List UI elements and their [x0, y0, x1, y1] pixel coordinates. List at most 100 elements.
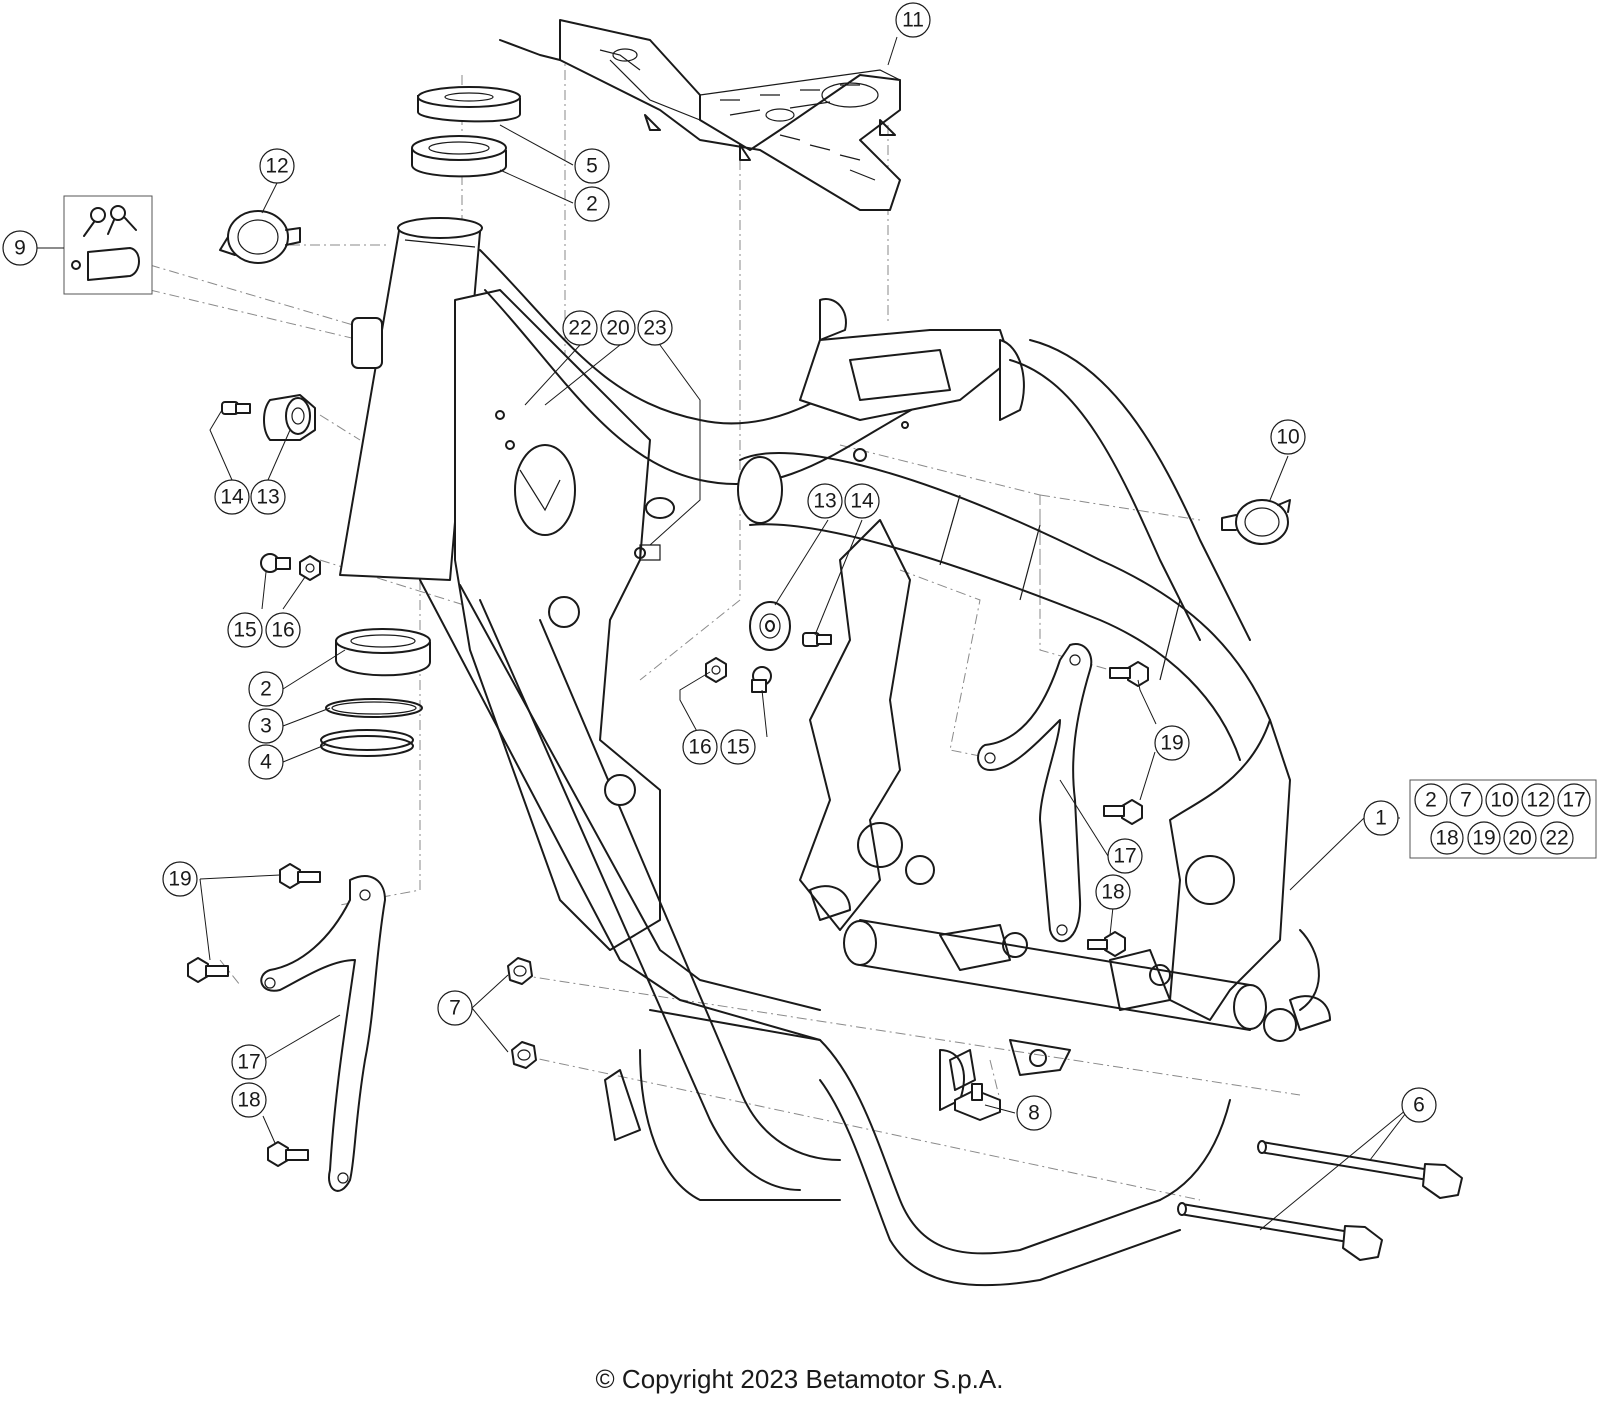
ring-part-3 — [325, 698, 423, 718]
callout-15: 15 — [720, 729, 756, 765]
bolt-part-19-right-a — [1109, 661, 1149, 687]
callout-label: 22 — [568, 317, 591, 340]
nut-part-7-bottom — [511, 1041, 537, 1069]
seal-part-4 — [320, 729, 414, 757]
bolt-part-19-left-b — [187, 957, 229, 983]
callout-14: 14 — [844, 483, 880, 519]
nut-part-7-top — [507, 957, 533, 985]
kit-item-label: 7 — [1460, 789, 1472, 812]
bearing-part-2-top — [411, 135, 507, 178]
kit-item: 10 — [1485, 783, 1519, 817]
kit-item-label: 10 — [1490, 789, 1513, 812]
kit-item-label: 17 — [1562, 789, 1585, 812]
callout-19: 19 — [162, 861, 198, 897]
kit-item-label: 22 — [1545, 827, 1568, 850]
clip-nut-part-8 — [954, 1083, 1001, 1121]
callout-13: 13 — [250, 479, 286, 515]
callout-9: 9 — [2, 230, 38, 266]
callout-19: 19 — [1154, 725, 1190, 761]
bolt-part-18-left — [267, 1141, 309, 1167]
callout-2: 2 — [248, 671, 284, 707]
callout-label: 16 — [688, 736, 711, 759]
callout-label: 11 — [902, 9, 924, 32]
callout-label: 9 — [14, 237, 26, 260]
spacer-part-13-mid — [749, 601, 791, 651]
main-frame — [339, 217, 1331, 1287]
kit-item: 17 — [1557, 783, 1591, 817]
callout-13: 13 — [807, 483, 843, 519]
callout-label: 4 — [260, 751, 272, 774]
callout-5: 5 — [574, 148, 610, 184]
copyright-notice: © Copyright 2023 Betamotor S.p.A. — [595, 1364, 1004, 1394]
ignition-lock-part-9 — [63, 195, 153, 295]
callout-6: 6 — [1401, 1087, 1437, 1123]
callout-4: 4 — [248, 744, 284, 780]
cable-clamp-part-12 — [219, 210, 301, 264]
callout-label: 14 — [850, 490, 874, 513]
callout-22: 22 — [562, 310, 598, 346]
callout-2: 2 — [574, 186, 610, 222]
pivot-bolt-part-6-lower — [1177, 1202, 1383, 1261]
nut-part-16-mid — [705, 657, 727, 683]
part-callouts: 11 5 2 12 9 22 20 23 14 13 10 13 14 15 1… — [2, 2, 1437, 1131]
seal-part-5 — [417, 86, 521, 123]
kit-item: 2 — [1414, 783, 1448, 817]
callout-label: 13 — [256, 486, 279, 509]
callout-label: 23 — [643, 317, 666, 340]
callout-10: 10 — [1270, 419, 1306, 455]
callout-20: 20 — [600, 310, 636, 346]
kit-row-2: 18 19 20 22 — [1430, 821, 1574, 855]
callout-label: 15 — [233, 619, 256, 642]
bolt-part-19-left-a — [279, 863, 321, 889]
bolt-part-14-mid — [802, 632, 832, 647]
callout-label: 19 — [168, 868, 191, 891]
leader-lines — [37, 36, 1413, 1231]
callout-label: 2 — [586, 193, 598, 216]
callout-label: 12 — [265, 155, 288, 178]
callout-17: 17 — [1107, 838, 1143, 874]
callout-12: 12 — [259, 148, 295, 184]
kit-row-1: 2 7 10 12 17 — [1414, 783, 1591, 817]
callout-11: 11 — [895, 2, 931, 38]
callout-16: 16 — [265, 612, 301, 648]
callout-7: 7 — [437, 990, 473, 1026]
kit-item-label: 19 — [1472, 827, 1495, 850]
kit-item-label: 20 — [1508, 827, 1531, 850]
callout-label: 3 — [260, 715, 272, 738]
callout-label: 15 — [726, 736, 749, 759]
callout-17: 17 — [231, 1044, 267, 1080]
cable-clamp-part-10 — [1221, 499, 1291, 545]
callout-18: 18 — [1095, 874, 1131, 910]
kit-item: 20 — [1503, 821, 1537, 855]
callout-15: 15 — [227, 612, 263, 648]
kit-item: 22 — [1540, 821, 1574, 855]
callout-label: 10 — [1276, 426, 1299, 449]
spacer-part-13-left — [263, 394, 316, 441]
callout-label: 17 — [1113, 845, 1136, 868]
callout-16: 16 — [682, 729, 718, 765]
callout-label: 20 — [606, 317, 629, 340]
kit-item: 19 — [1467, 821, 1501, 855]
kit-item: 12 — [1521, 783, 1555, 817]
bolt-part-15-left — [260, 553, 291, 573]
callout-label: 5 — [586, 155, 598, 178]
callout-label: 14 — [220, 486, 244, 509]
bolt-part-19-right-b — [1103, 799, 1143, 825]
callout-14: 14 — [214, 479, 250, 515]
callout-8: 8 — [1016, 1095, 1052, 1131]
engine-bracket-part-17-left — [260, 875, 386, 1192]
callout-label: 7 — [449, 997, 461, 1020]
callout-label: 18 — [1101, 881, 1124, 904]
callout-label: 16 — [271, 619, 294, 642]
callout-18: 18 — [231, 1082, 267, 1118]
callout-23: 23 — [637, 310, 673, 346]
callout-label: 6 — [1413, 1094, 1425, 1117]
kit-item-label: 18 — [1435, 827, 1458, 850]
kit-item-label: 12 — [1526, 789, 1549, 812]
kit-item-label: 2 — [1425, 789, 1437, 812]
alignment-lines — [149, 30, 1301, 1201]
callout-3: 3 — [248, 708, 284, 744]
callout-label: 17 — [237, 1051, 260, 1074]
